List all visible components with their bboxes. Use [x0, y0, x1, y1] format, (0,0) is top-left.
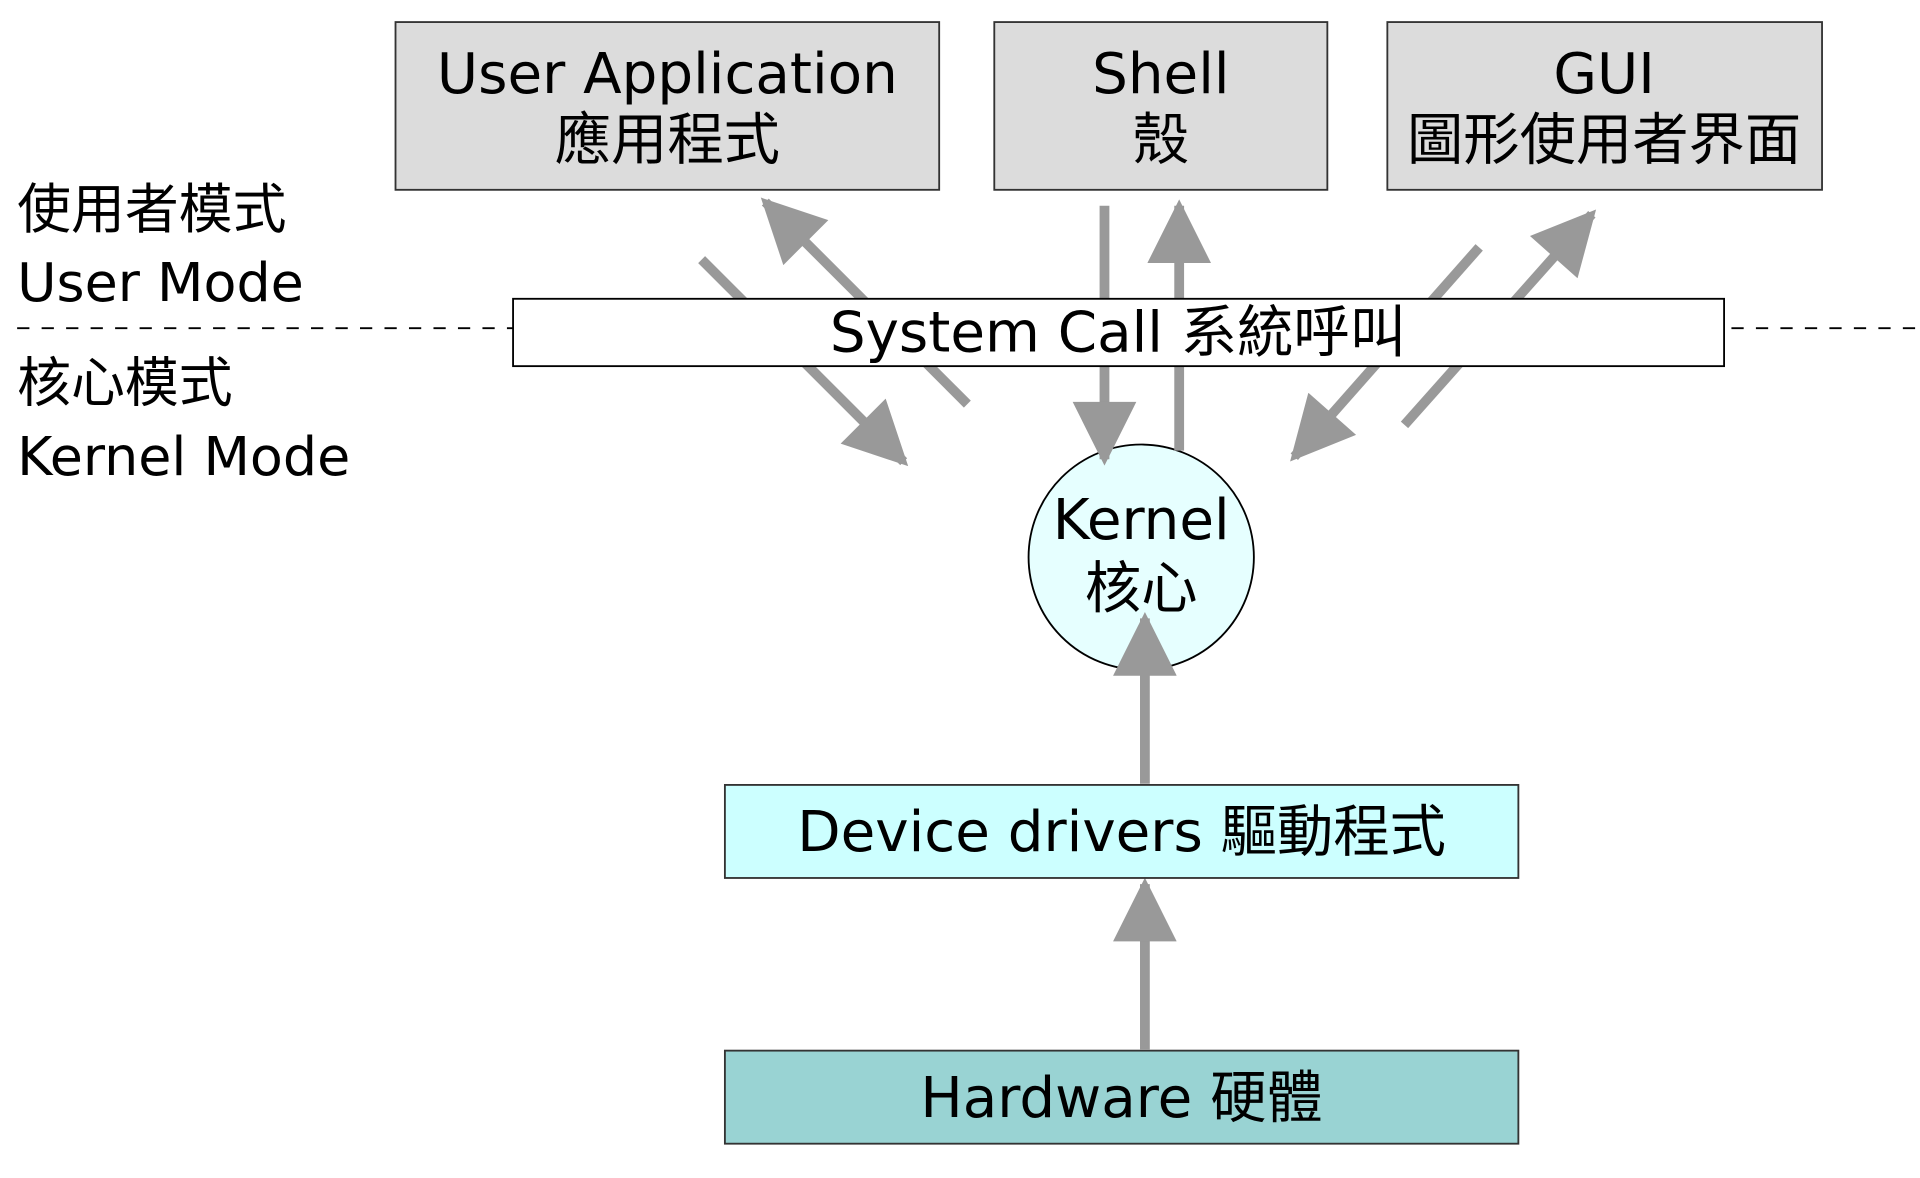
hardware-label: Hardware 硬體: [920, 1066, 1322, 1131]
device-drivers-label: Device drivers 驅動程式: [797, 800, 1446, 865]
user-mode-label-en: User Mode: [17, 251, 304, 314]
kernel-mode-label-zh: 核心模式: [17, 352, 232, 415]
gui-box: GUI 圖形使用者界面: [1386, 21, 1823, 191]
shell-box: Shell 殼: [993, 21, 1329, 191]
system-call-label: System Call 系統呼叫: [830, 300, 1406, 365]
shell-label-en: Shell: [1092, 42, 1229, 107]
kernel-mode-label-en: Kernel Mode: [17, 425, 350, 488]
user-application-box: User Application 應用程式: [394, 21, 941, 191]
gui-label-en: GUI: [1553, 42, 1654, 107]
hardware-box: Hardware 硬體: [723, 1049, 1520, 1145]
kernel-label-zh: 核心: [1085, 556, 1198, 621]
system-call-box: System Call 系統呼叫: [512, 297, 1725, 368]
kernel-label-en: Kernel: [1053, 488, 1230, 553]
shell-label-zh: 殼: [1133, 108, 1189, 173]
user-application-label-en: User Application: [437, 42, 898, 107]
user-application-label-zh: 應用程式: [555, 108, 780, 173]
gui-label-zh: 圖形使用者界面: [1407, 108, 1801, 173]
device-drivers-box: Device drivers 驅動程式: [723, 784, 1520, 879]
kernel-circle: Kernel 核心: [1027, 443, 1255, 671]
user-mode-label-zh: 使用者模式: [17, 178, 286, 241]
